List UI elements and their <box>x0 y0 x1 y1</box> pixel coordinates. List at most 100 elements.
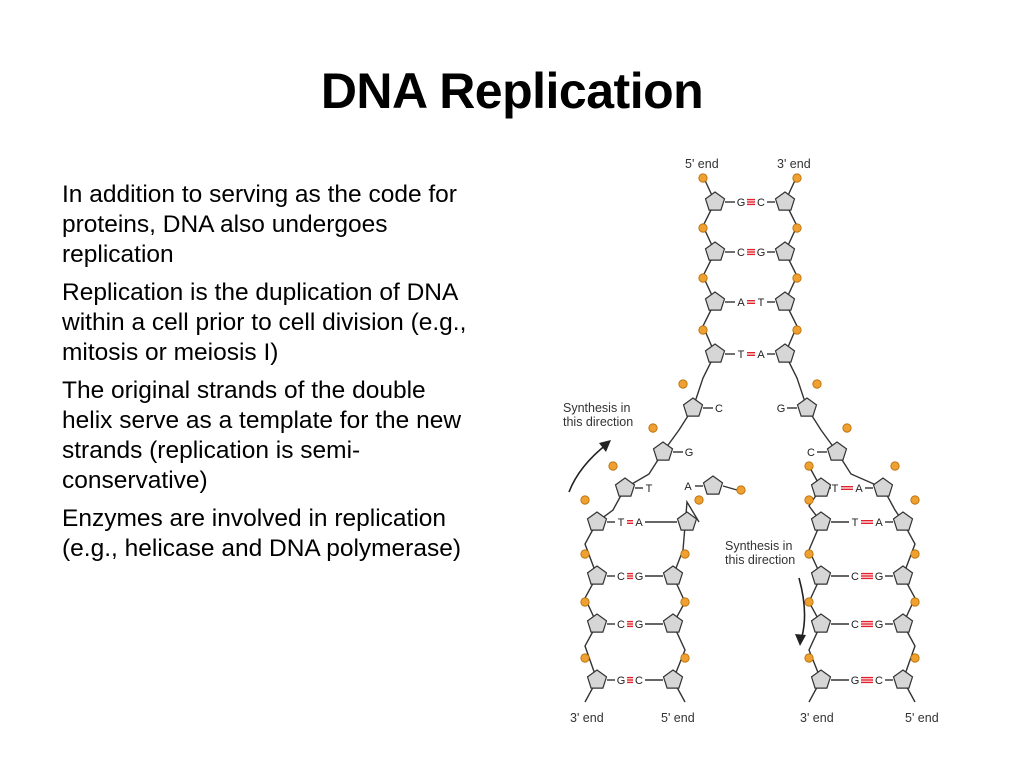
free-nucleotide-link <box>722 485 738 491</box>
nitrogenous-base: T <box>832 483 839 495</box>
deoxyribose-sugar <box>586 613 608 633</box>
phosphate-group <box>804 597 814 607</box>
bottom-end-label-2: 5' end <box>661 711 695 725</box>
phosphate-group <box>910 495 920 505</box>
phosphate-group <box>678 379 688 389</box>
nitrogenous-base: T <box>758 297 765 309</box>
nitrogenous-base: T <box>738 349 745 361</box>
nitrogenous-base: C <box>875 675 883 687</box>
phosphate-group <box>680 597 690 607</box>
phosphate-group <box>698 273 708 283</box>
phosphate-group <box>804 653 814 663</box>
nitrogenous-base: T <box>646 483 653 495</box>
bottom-end-label-4: 5' end <box>905 711 939 725</box>
nitrogenous-base: A <box>635 517 643 529</box>
phosphate-group <box>698 325 708 335</box>
deoxyribose-sugar <box>586 565 608 585</box>
nitrogenous-base: G <box>617 675 626 687</box>
deoxyribose-sugar <box>662 613 684 633</box>
deoxyribose-sugar <box>892 511 914 531</box>
nitrogenous-base: A <box>875 517 883 529</box>
nitrogenous-base: G <box>777 403 786 415</box>
bottom-end-label-1: 3' end <box>570 711 604 725</box>
synthesis-left-line2: this direction <box>563 415 633 429</box>
deoxyribose-sugar <box>810 669 832 689</box>
phosphate-group <box>736 485 746 495</box>
phosphate-group <box>580 597 590 607</box>
phosphate-group <box>680 653 690 663</box>
top-left-end-label: 5' end <box>685 157 719 171</box>
nitrogenous-base: A <box>855 483 863 495</box>
phosphate-group <box>910 549 920 559</box>
deoxyribose-sugar <box>586 669 608 689</box>
nitrogenous-base: G <box>757 247 766 259</box>
synthesis-right-arrow <box>798 577 806 641</box>
nitrogenous-base: C <box>851 619 859 631</box>
phosphate-group <box>812 379 822 389</box>
phosphate-group <box>804 461 814 471</box>
phosphate-group <box>698 223 708 233</box>
deoxyribose-sugar <box>892 565 914 585</box>
phosphate-group <box>804 495 814 505</box>
deoxyribose-sugar <box>774 191 796 211</box>
synthesis-right-line1: Synthesis in <box>725 539 792 553</box>
phosphate-group <box>792 223 802 233</box>
synthesis-right-line2: this direction <box>725 553 795 567</box>
nitrogenous-base: C <box>757 197 765 209</box>
top-right-end-label: 3' end <box>777 157 811 171</box>
deoxyribose-sugar <box>662 669 684 689</box>
phosphate-group <box>698 173 708 183</box>
nitrogenous-base: C <box>851 571 859 583</box>
deoxyribose-sugar <box>892 613 914 633</box>
nitrogenous-base: C <box>715 403 723 415</box>
phosphate-group <box>910 597 920 607</box>
nitrogenous-base: C <box>617 571 625 583</box>
nitrogenous-base: G <box>635 619 644 631</box>
deoxyribose-sugar <box>704 291 726 311</box>
deoxyribose-sugar <box>774 343 796 363</box>
slide-title: DNA Replication <box>320 63 704 119</box>
phosphate-group <box>680 549 690 559</box>
deoxyribose-sugar <box>774 241 796 261</box>
phosphate-group <box>890 461 900 471</box>
synthesis-left-line1: Synthesis in <box>563 401 630 415</box>
deoxyribose-sugar <box>704 191 726 211</box>
phosphate-group <box>792 173 802 183</box>
deoxyribose-sugar <box>810 511 832 531</box>
deoxyribose-sugar <box>810 565 832 585</box>
nitrogenous-base: A <box>757 349 765 361</box>
phosphate-group <box>580 495 590 505</box>
phosphate-group <box>804 549 814 559</box>
synthesis-left-arrowhead <box>599 440 611 452</box>
synthesis-right-arrowhead <box>795 634 806 646</box>
deoxyribose-sugar <box>662 565 684 585</box>
nitrogenous-base: G <box>685 447 694 459</box>
bullet-item: Replication is the duplication of DNA wi… <box>62 279 467 366</box>
deoxyribose-sugar <box>810 613 832 633</box>
bullet-item: In addition to serving as the code for p… <box>62 181 457 268</box>
bullet-item: The original strands of the double helix… <box>62 377 462 494</box>
deoxyribose-sugar <box>682 397 704 417</box>
bullet-item: Enzymes are involved in replication (e.g… <box>62 505 461 562</box>
bottom-end-label-3: 3' end <box>800 711 834 725</box>
nitrogenous-base: G <box>875 571 884 583</box>
deoxyribose-sugar <box>704 343 726 363</box>
deoxyribose-sugar <box>826 441 848 461</box>
nitrogenous-base: G <box>635 571 644 583</box>
nitrogenous-base: G <box>875 619 884 631</box>
nitrogenous-base: G <box>851 675 860 687</box>
deoxyribose-sugar <box>676 511 698 531</box>
phosphate-group <box>648 423 658 433</box>
phosphate-group <box>792 273 802 283</box>
deoxyribose-sugar <box>796 397 818 417</box>
deoxyribose-sugar <box>892 669 914 689</box>
phosphate-group <box>608 461 618 471</box>
nitrogenous-base: C <box>737 247 745 259</box>
nitrogenous-base: T <box>852 517 859 529</box>
nitrogenous-base: A <box>737 297 745 309</box>
nitrogenous-base: T <box>618 517 625 529</box>
phosphate-group <box>580 549 590 559</box>
